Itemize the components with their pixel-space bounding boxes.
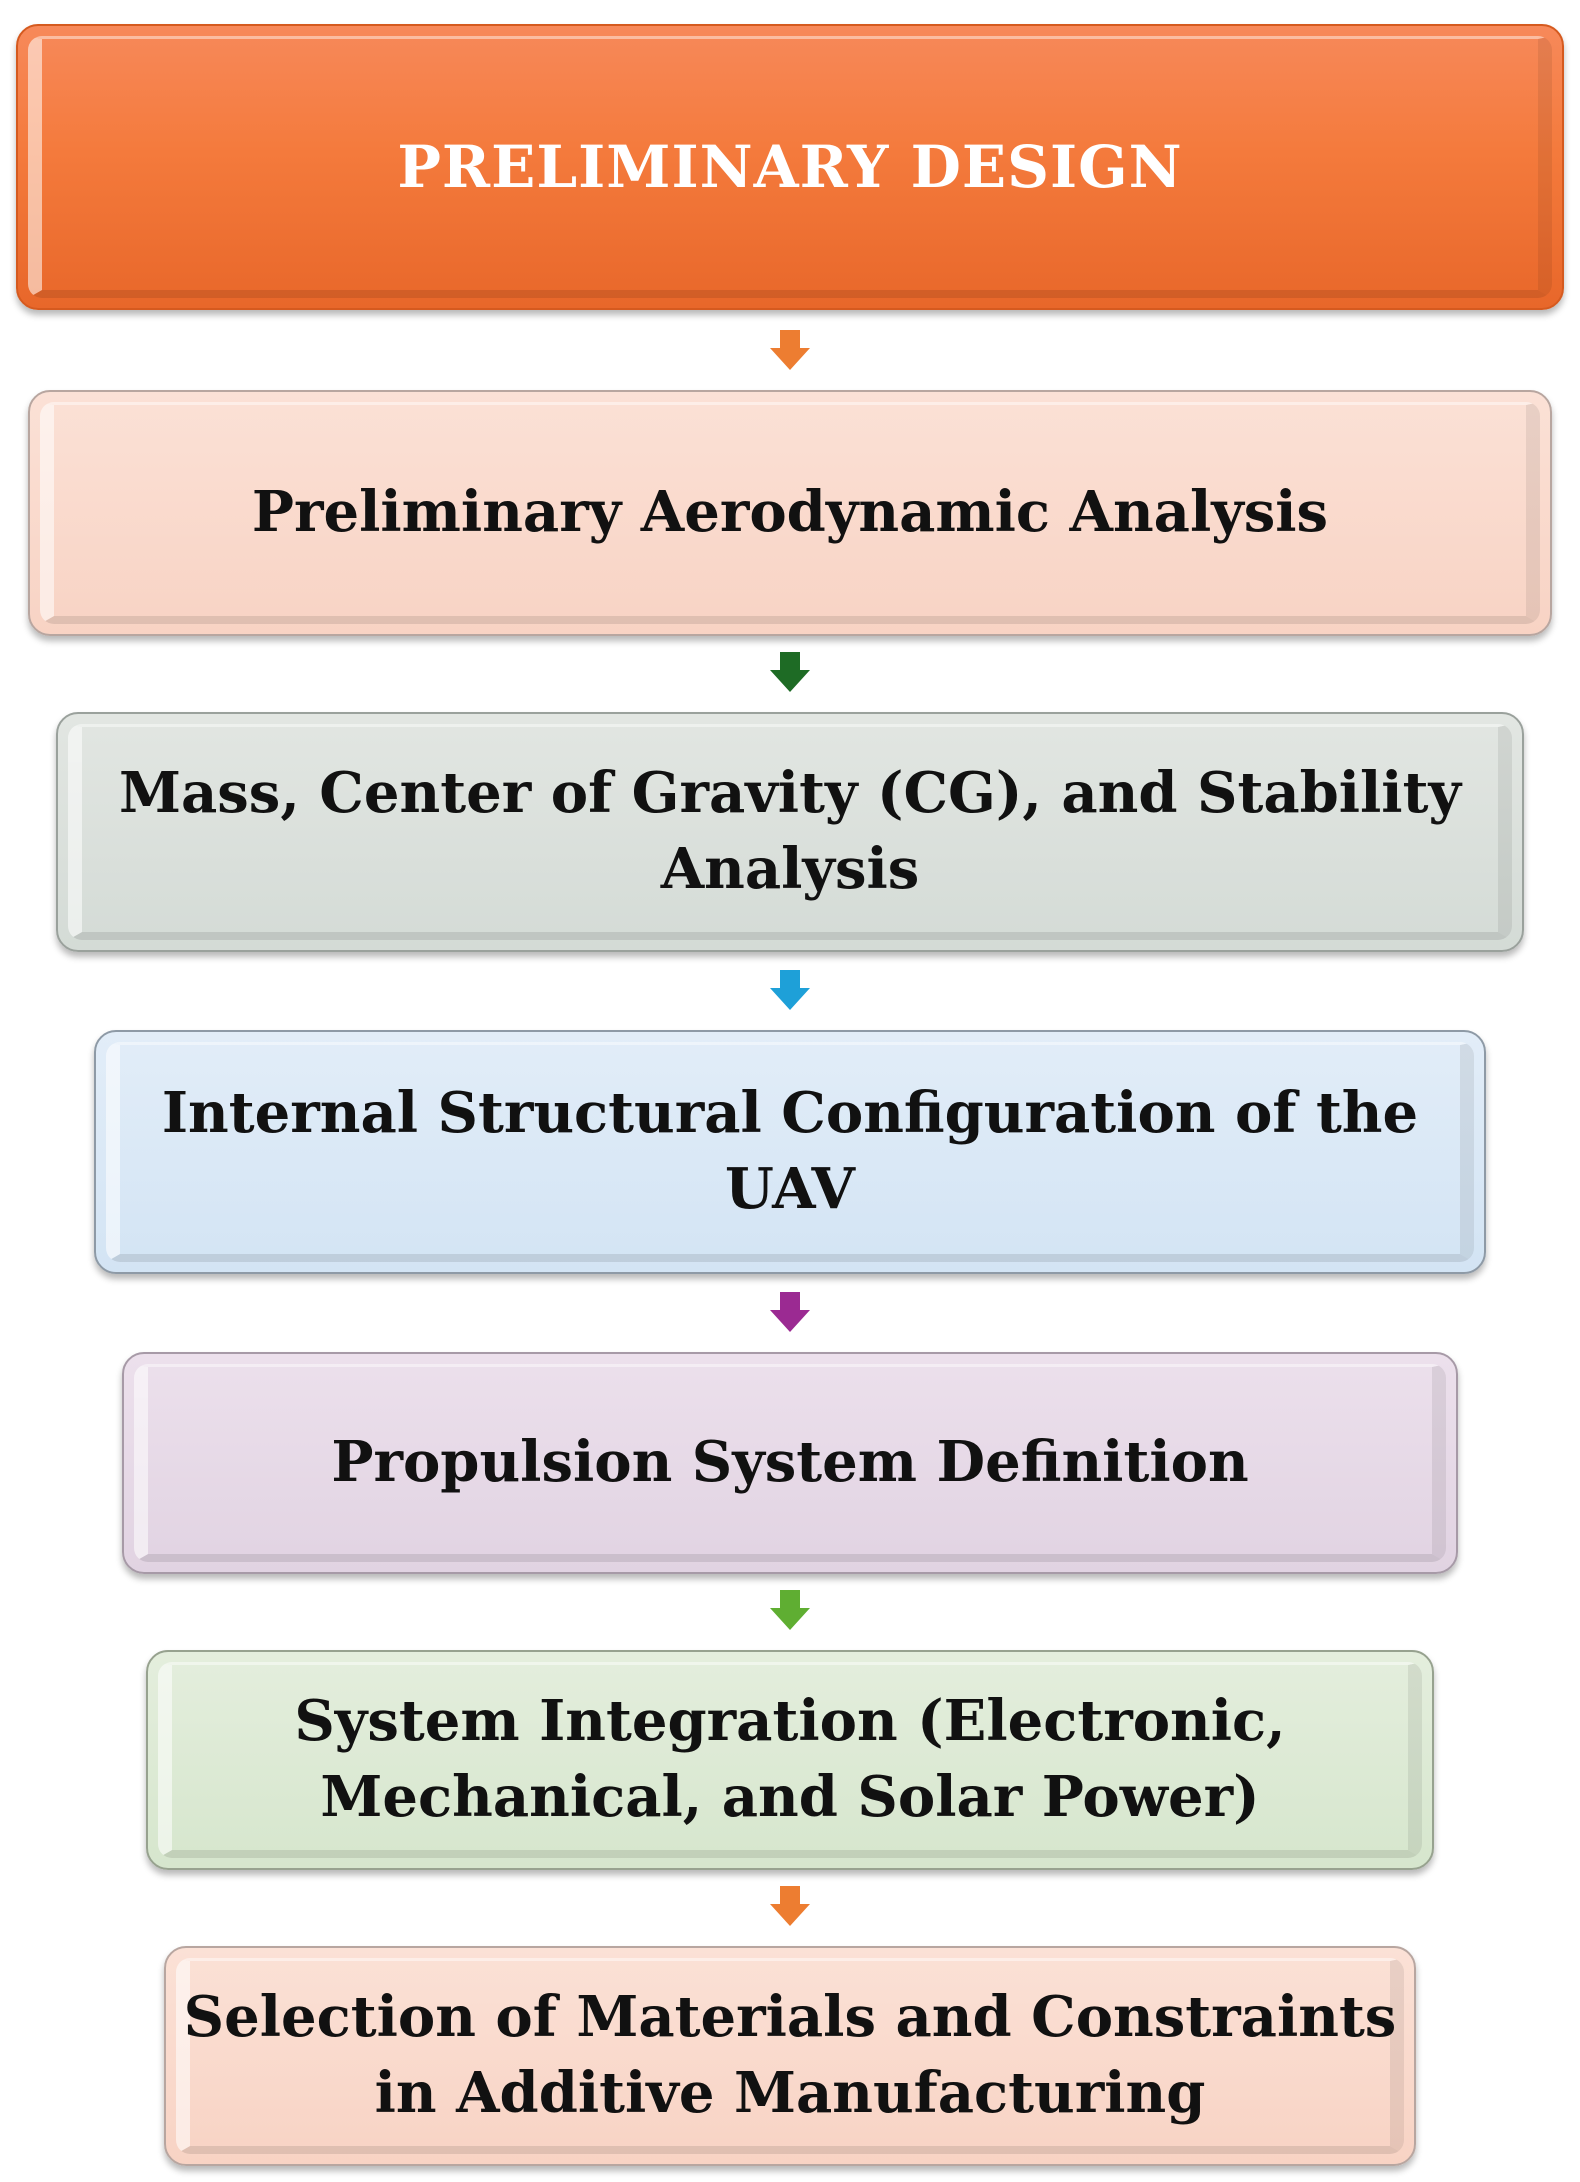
step-label: Propulsion System Definition (331, 1429, 1249, 1496)
arrow-down-icon (770, 330, 810, 370)
step-mass-cg-stability-analysis: Mass, Center of Gravity (CG), and Stabil… (56, 712, 1524, 952)
arrow-shape (770, 1590, 810, 1630)
step-materials-additive-manufacturing: Selection of Materials and Constraints i… (164, 1946, 1416, 2166)
step-system-integration: System Integration (Electronic, Mechanic… (146, 1650, 1434, 1870)
arrow-shape (770, 1292, 810, 1332)
step-label: Selection of Materials and Constraints i… (183, 1984, 1397, 2126)
step-internal-structural-configuration: Internal Structural Configuration of the… (94, 1030, 1486, 1274)
step-preliminary-design: PRELIMINARY DESIGN (16, 24, 1564, 310)
arrow-shape (770, 970, 810, 1010)
arrow-shape (770, 652, 810, 692)
arrow-shape (770, 1886, 810, 1926)
arrow-down-icon (770, 970, 810, 1010)
step-propulsion-system-definition: Propulsion System Definition (122, 1352, 1458, 1574)
step-label: Mass, Center of Gravity (CG), and Stabil… (118, 760, 1461, 902)
step-label: PRELIMINARY DESIGN (397, 132, 1183, 201)
arrow-down-icon (770, 1590, 810, 1630)
step-label: Preliminary Aerodynamic Analysis (251, 479, 1329, 546)
arrow-down-icon (770, 652, 810, 692)
arrow-down-icon (770, 1886, 810, 1926)
arrow-down-icon (770, 1292, 810, 1332)
arrow-shape (770, 330, 810, 370)
step-label: Internal Structural Configuration of the… (161, 1080, 1419, 1222)
step-label: System Integration (Electronic, Mechanic… (294, 1688, 1286, 1830)
step-preliminary-aerodynamic-analysis: Preliminary Aerodynamic Analysis (28, 390, 1552, 636)
